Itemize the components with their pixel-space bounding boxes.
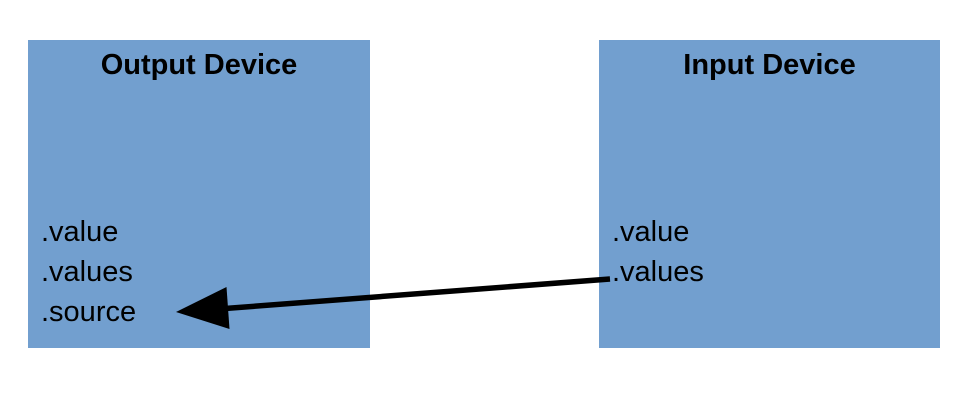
- input-device-box: Input Device .value .values: [599, 40, 940, 348]
- input-device-title: Input Device: [683, 49, 856, 81]
- output-device-box: Output Device .value .values .source: [28, 40, 370, 348]
- property-values: .values: [612, 256, 704, 288]
- output-device-title: Output Device: [100, 49, 298, 81]
- output-device-properties: .value .values .source: [41, 212, 136, 332]
- property-value: .value: [612, 216, 690, 248]
- property-value: .value: [41, 216, 119, 248]
- input-device-properties: .value .values: [612, 212, 704, 292]
- property-values: .values: [41, 256, 133, 288]
- property-source: .source: [41, 296, 137, 328]
